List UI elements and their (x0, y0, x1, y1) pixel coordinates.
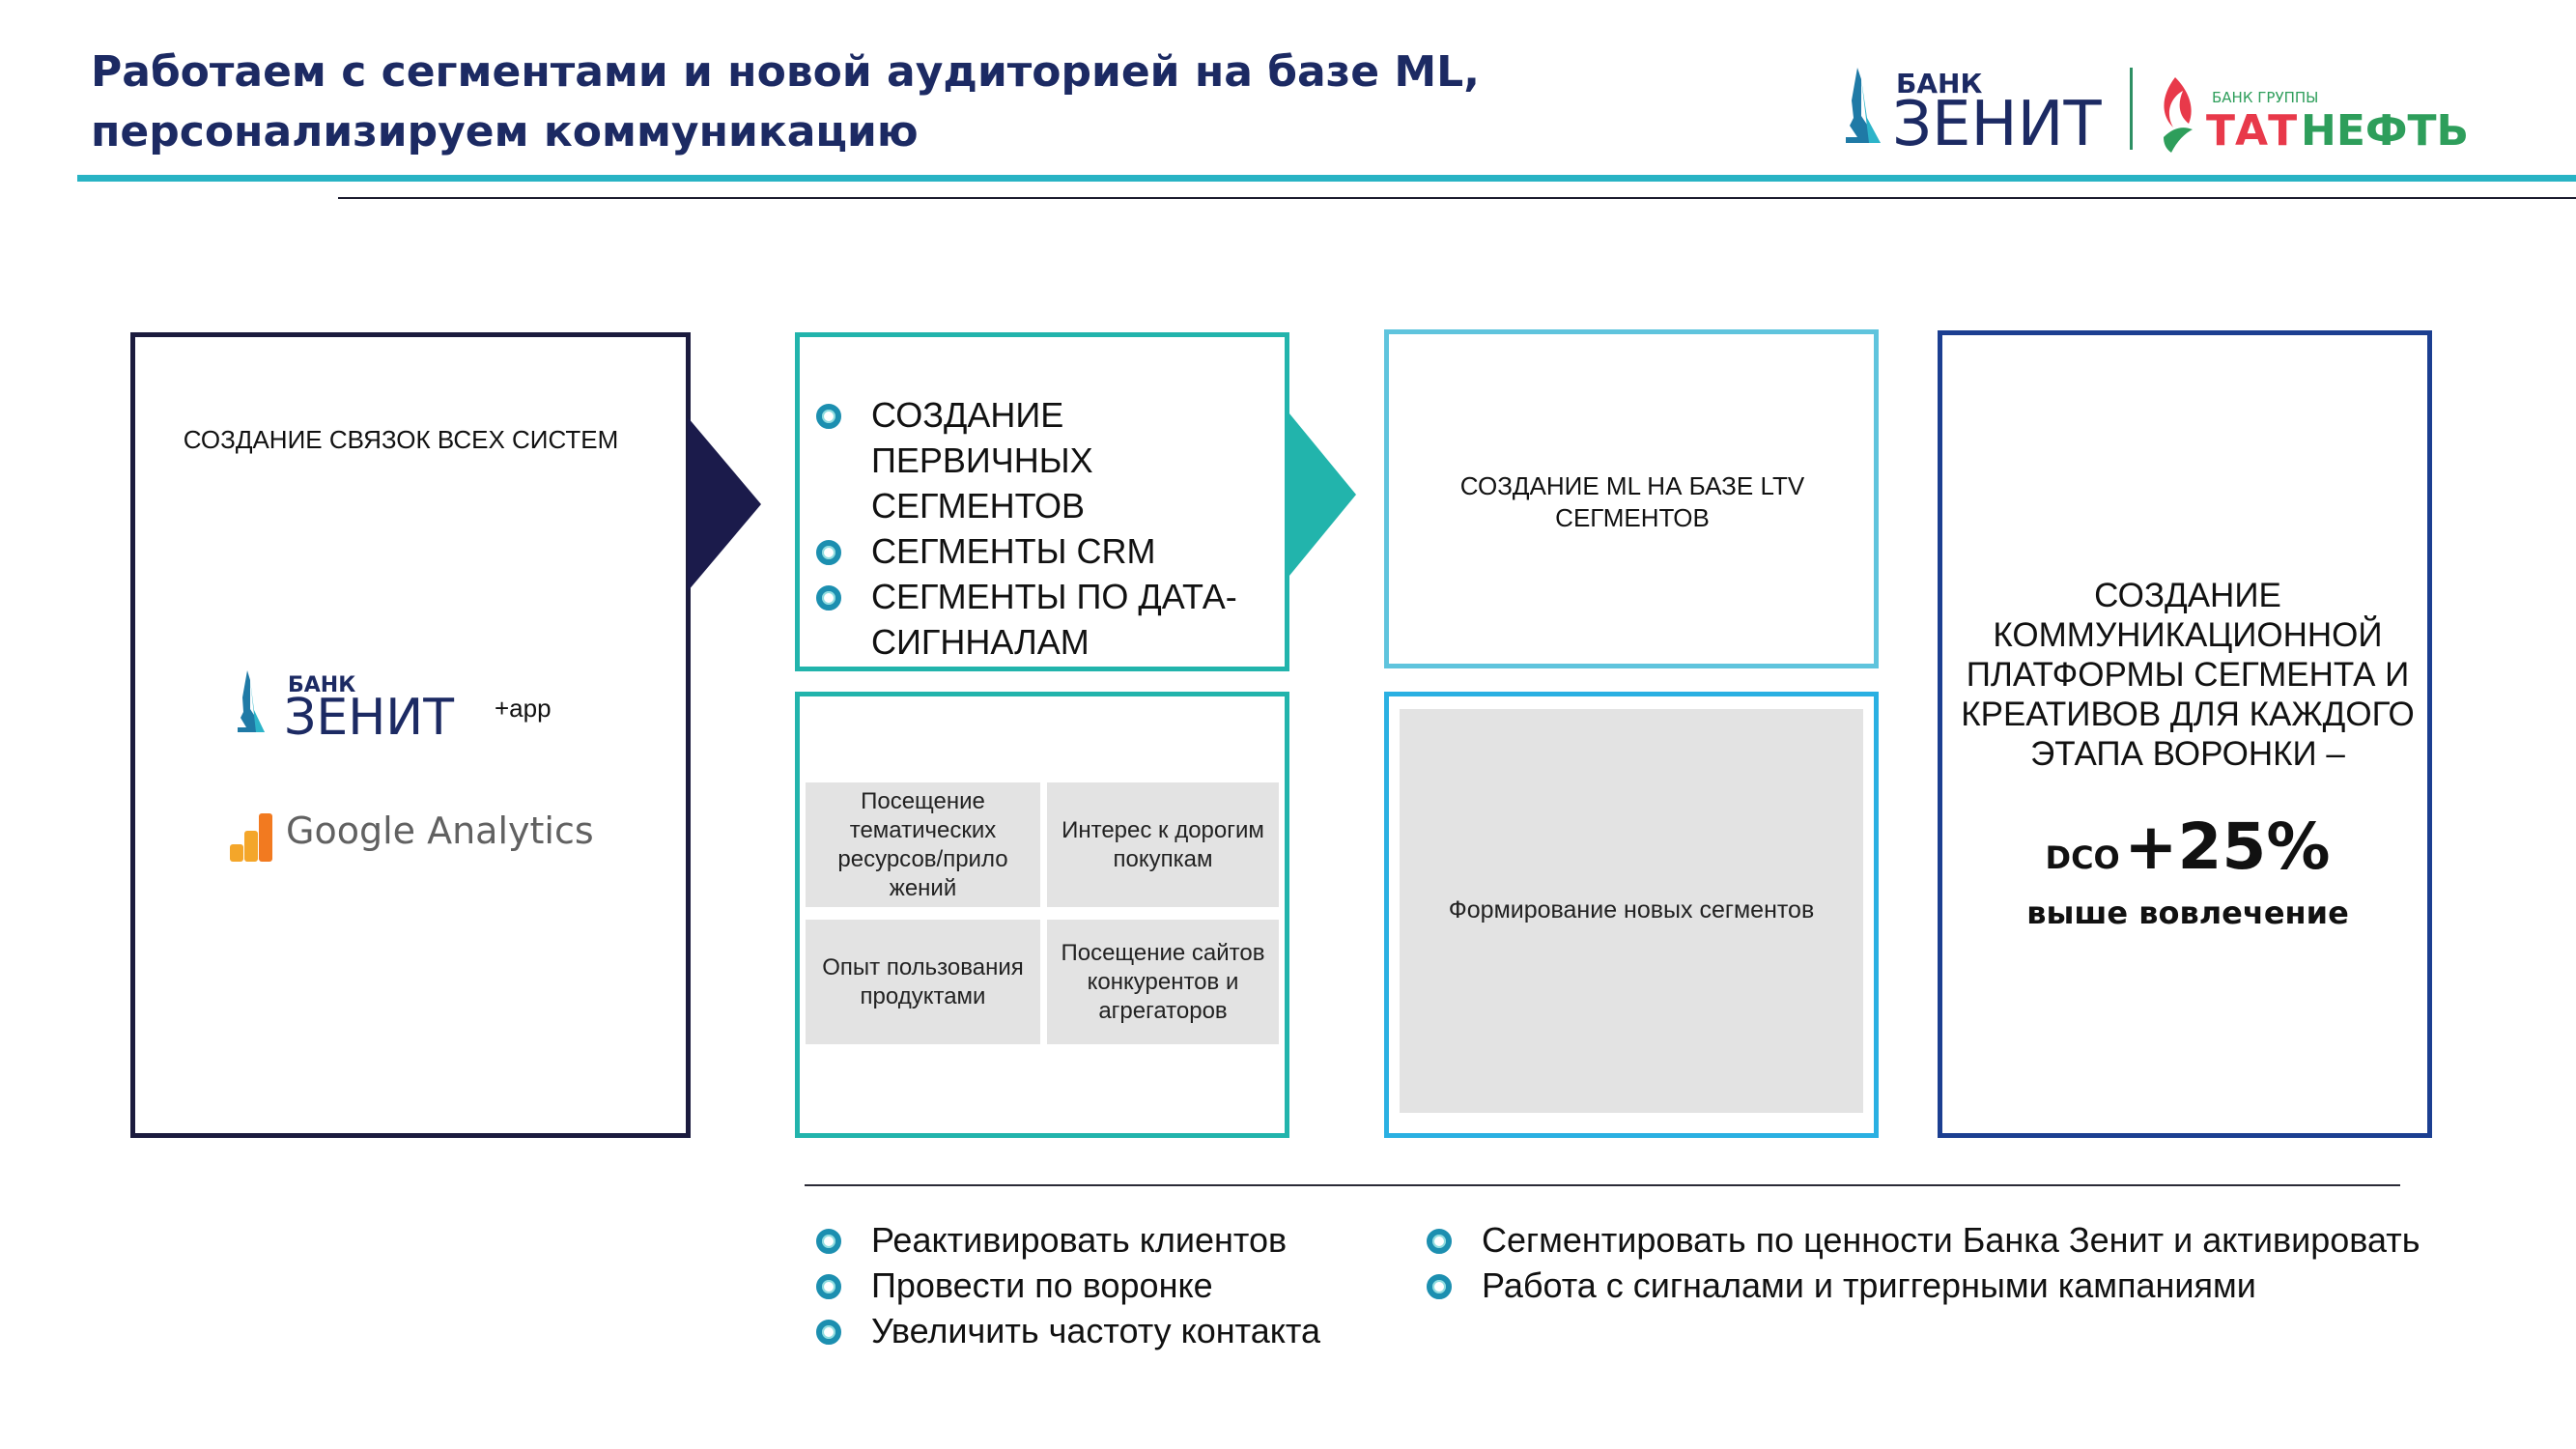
list-item-text: Сегментировать по ценности Банка Зенит и… (1482, 1220, 2420, 1260)
tat-part1-text: ТАТ (2206, 106, 2297, 156)
ml-ltv-box (1384, 329, 1879, 668)
bottom-divider (805, 1184, 2400, 1186)
page-title: Работаем с сегментами и новой аудиторией… (91, 43, 1540, 162)
bullet-icon (1427, 1229, 1452, 1254)
signal-cell: Интерес к дорогим покупкам (1047, 782, 1279, 907)
arrow-right-icon-dark (688, 417, 761, 591)
ml-ltv-text: СОЗДАНИЕ ML НА БАЗЕ LTV СЕГМЕНТОВ (1401, 470, 1864, 534)
logo-divider (2130, 68, 2133, 150)
list-item-text: Провести по воронке (871, 1265, 1213, 1305)
header-thin-rule (338, 197, 2576, 199)
new-segments-panel (1400, 709, 1863, 1113)
list-item: Работа с сигналами и триггерными кампани… (1422, 1263, 2576, 1308)
google-analytics-icon (230, 813, 272, 862)
tat-small-text: БАНК ГРУППЫ (2212, 89, 2318, 106)
bullet-icon (816, 1274, 841, 1299)
dco-value: +25% (2124, 810, 2331, 884)
bullet-icon (816, 540, 841, 565)
list-item-text: Работа с сигналами и триггерными кампани… (1482, 1265, 2256, 1305)
tat-part2-text: НЕФТЬ (2301, 106, 2469, 156)
signal-cell: Посещение сайтов конкурентов и агрегатор… (1047, 920, 1279, 1044)
signal-cell: Посещение тематических ресурсов/прило же… (806, 782, 1040, 907)
bullet-icon (816, 1229, 841, 1254)
signals-box (795, 692, 1289, 1138)
bullet-icon (816, 404, 841, 429)
google-analytics-label: Google Analytics (286, 810, 594, 852)
signal-cell: Опыт пользования продуктами (806, 920, 1040, 1044)
primary-segments-list: СОЗДАНИЕ ПЕРВИЧНЫХ СЕГМЕНТОВ СЕГМЕНТЫ CR… (811, 392, 1285, 665)
zenit-small-text: БАНК (1896, 68, 1982, 99)
bullet-icon (1427, 1274, 1452, 1299)
zenit-big-text: ЗЕНИТ (1892, 89, 2102, 156)
app-label: +app (495, 694, 552, 723)
systems-box-title: СОЗДАНИЕ СВЯЗОК ВСЕХ СИСТЕМ (183, 425, 619, 454)
goals-list-left: Реактивировать клиентов Провести по воро… (811, 1217, 1430, 1353)
dco-caption: выше вовлечение (2026, 895, 2349, 931)
zenit-small-text-mid: БАНК (288, 673, 355, 697)
zenit-big-text-mid: ЗЕНИТ (284, 689, 454, 742)
list-item: СОЗДАНИЕ ПЕРВИЧНЫХ СЕГМЕНТОВ (811, 392, 1285, 528)
title-line-2: персонализируем коммуникацию (91, 107, 919, 156)
systems-box (130, 332, 691, 1138)
ml-ltv-line-2: СЕГМЕНТОВ (1555, 503, 1710, 532)
dco-label: DCO (2045, 839, 2120, 876)
header-accent-rule (77, 175, 2576, 182)
bank-zenit-logo: БАНК ЗЕНИТ (1846, 68, 2102, 156)
list-item: Сегментировать по ценности Банка Зенит и… (1422, 1217, 2576, 1263)
dco-metric: DCO +25% (1961, 810, 2415, 884)
new-segments-text: Формирование новых сегментов (1448, 896, 1815, 923)
list-item-text: СЕГМЕНТЫ CRM (871, 531, 1156, 571)
list-item: СЕГМЕНТЫ CRM (811, 528, 1285, 574)
bank-zenit-logo-small: БАНК ЗЕНИТ (238, 670, 454, 742)
primary-segments-box (795, 332, 1289, 671)
goals-list-right: Сегментировать по ценности Банка Зенит и… (1422, 1217, 2576, 1308)
list-item-text: СОЗДАНИЕ ПЕРВИЧНЫХ СЕГМЕНТОВ (871, 395, 1093, 526)
list-item-text: Увеличить частоту контакта (871, 1311, 1321, 1350)
bullet-icon (816, 1320, 841, 1345)
communication-platform-text: СОЗДАНИЕ КОММУНИКАЦИОННОЙ ПЛАТФОРМЫ СЕГМ… (1961, 577, 2415, 773)
list-item: Провести по воронке (811, 1263, 1430, 1308)
bullet-icon (816, 585, 841, 611)
title-line-1: Работаем с сегментами и новой аудиторией… (91, 47, 1480, 97)
tatneft-logo: БАНК ГРУППЫ ТАТ НЕФТЬ (2164, 77, 2469, 156)
list-item: Увеличить частоту контакта (811, 1308, 1430, 1353)
list-item: СЕГМЕНТЫ ПО ДАТА-СИГННАЛАМ (811, 574, 1285, 665)
list-item: Реактивировать клиентов (811, 1217, 1430, 1263)
communication-platform-box (1938, 330, 2432, 1138)
ml-ltv-line-1: СОЗДАНИЕ ML НА БАЗЕ LTV (1459, 471, 1805, 500)
list-item-text: СЕГМЕНТЫ ПО ДАТА-СИГННАЛАМ (871, 577, 1237, 662)
arrow-right-icon-teal (1285, 408, 1356, 582)
list-item-text: Реактивировать клиентов (871, 1220, 1288, 1260)
